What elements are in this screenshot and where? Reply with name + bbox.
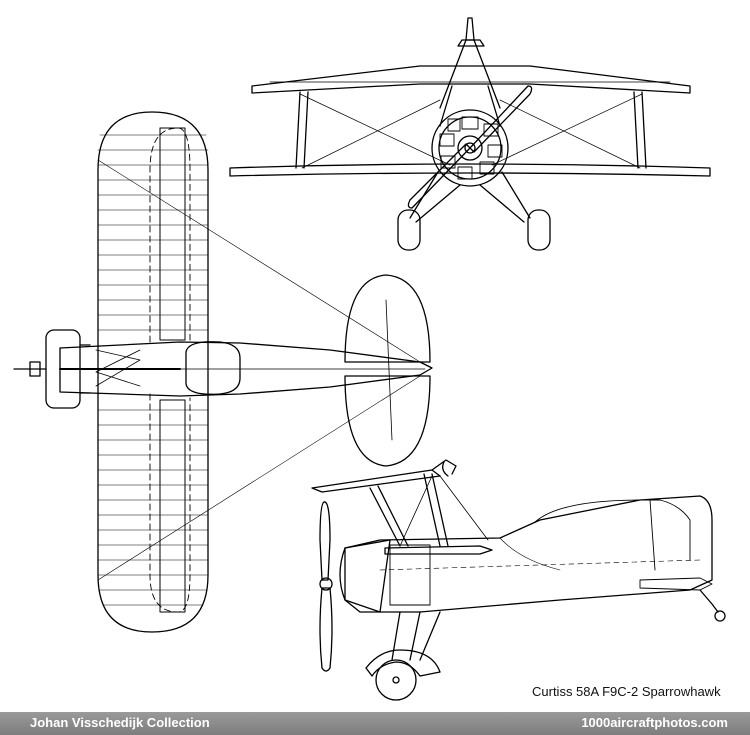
front-view [229,17,711,251]
three-view-drawing [13,17,726,701]
side-upper-wing [311,469,441,493]
top-fuselage [59,341,433,397]
side-engine-cowl [339,539,391,613]
side-fuselage [344,495,713,613]
footer-bar: Johan Visschedijk Collection 1000aircraf… [0,712,750,735]
side-tail-wheel [714,610,726,622]
side-lower-wing [384,545,493,555]
front-upper-wing [251,65,691,94]
side-view [311,459,726,701]
drawing-caption: Curtiss 58A F9C-2 Sparrowhawk [532,684,721,699]
top-upper-wing [97,111,209,633]
front-propeller [469,85,533,153]
front-right-wheel [527,209,551,251]
front-lower-wing [229,163,711,177]
collection-credit: Johan Visschedijk Collection [30,715,210,730]
side-skyhook [431,459,457,477]
side-propeller [319,501,331,581]
top-wing-ribs [97,134,209,606]
top-view [13,111,433,633]
site-name: 1000aircraftphotos.com [581,715,728,730]
top-horizontal-tail [344,274,431,363]
front-left-wheel [397,209,421,251]
side-main-wheel [375,659,417,701]
front-engine-cowl [431,109,509,187]
